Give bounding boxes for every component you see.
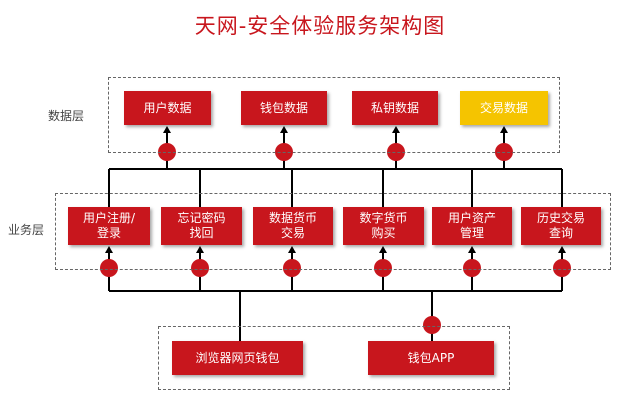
biz-node <box>374 259 392 277</box>
client-box-wallet-app: 钱包APP <box>368 341 494 375</box>
biz-arrow <box>558 246 566 253</box>
data-box-private-key: 私钥数据 <box>352 91 438 125</box>
data-arrow <box>392 126 400 133</box>
biz-box-transaction-history: 历史交易 查询 <box>521 207 601 245</box>
data-arrow <box>280 126 288 133</box>
biz-arrow <box>196 246 204 253</box>
biz-arrow <box>288 246 296 253</box>
data-arrow <box>500 126 508 133</box>
biz-node <box>553 259 571 277</box>
data-layer-group <box>108 77 560 153</box>
biz-node <box>100 259 118 277</box>
client-box-web-wallet: 浏览器网页钱包 <box>172 341 303 375</box>
biz-box-asset-management: 用户资产 管理 <box>432 207 512 245</box>
client-node <box>423 316 441 334</box>
biz-node <box>191 259 209 277</box>
diagram-title: 天网-安全体验服务架构图 <box>194 14 446 38</box>
biz-box-register-login: 用户注册/ 登录 <box>68 207 150 245</box>
biz-box-password-recovery: 忘记密码 找回 <box>161 207 242 245</box>
data-box-user: 用户数据 <box>124 91 211 125</box>
data-box-transaction: 交易数据 <box>460 91 548 125</box>
business-layer-label: 业务层 <box>8 223 45 237</box>
biz-arrow <box>105 246 113 253</box>
biz-box-currency-trading: 数据货币 交易 <box>253 207 333 245</box>
biz-arrow <box>379 246 387 253</box>
biz-box-currency-purchase: 数字货币 购买 <box>343 207 424 245</box>
biz-node <box>283 259 301 277</box>
business-layer-group <box>55 193 611 270</box>
biz-arrow <box>468 246 476 253</box>
client-layer-group <box>158 326 510 390</box>
biz-node <box>463 259 481 277</box>
data-arrow <box>163 126 171 133</box>
data-layer-label: 数据层 <box>48 109 85 123</box>
data-box-wallet: 钱包数据 <box>241 91 327 125</box>
